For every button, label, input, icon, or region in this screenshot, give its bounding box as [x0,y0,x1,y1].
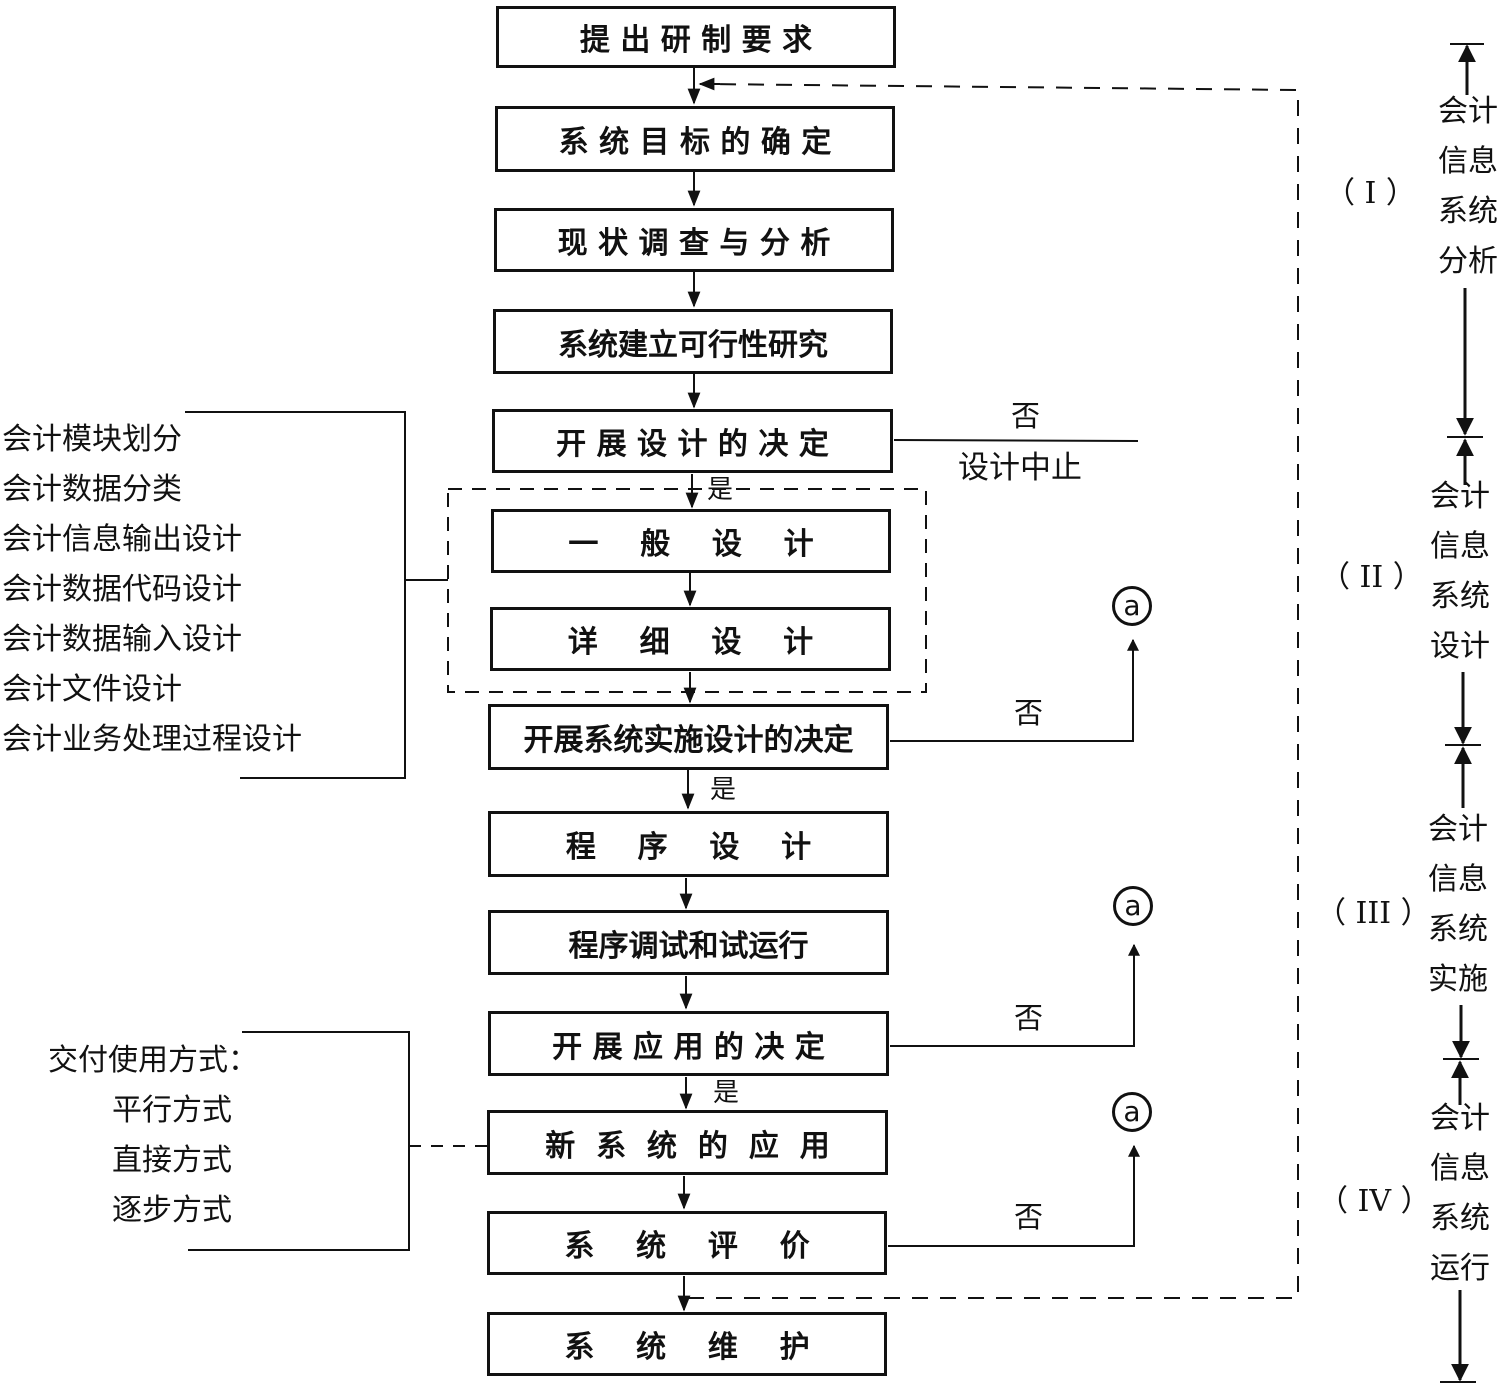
no-branch-line [893,439,1139,442]
no-label: 否 [1014,1001,1044,1035]
no-label: 否 [1014,696,1044,730]
step-box-application-decision: 开 展 应 用 的 决 定 [488,1011,889,1076]
phase-label-implementation: 会计 信息 系统 实施 [1428,812,1488,997]
step-label: 开展系统实施设计的决定 [523,723,854,758]
step-label: 现 状 调 查 与 分 析 [557,226,831,261]
step-box-feasibility: 系统建立可行性研究 [493,309,893,374]
step-box-objectives: 系 统 目 标 的 确 定 [495,106,895,172]
design-detail-item: 会计文件设计 [2,672,182,707]
step-label: 系 统 评 价 [564,1229,810,1264]
delivery-methods-list: 平行方式 直接方式 逐步方式 [112,1086,232,1236]
step-box-debug-trial: 程序调试和试运行 [488,910,889,975]
feedback-loop-dashed [688,83,1299,1299]
step-label: 新 系 统 的 应 用 [545,1128,830,1164]
delivery-method-item: 直接方式 [112,1143,232,1178]
step-box-survey: 现 状 调 查 与 分 析 [494,208,894,272]
delivery-title: 交付使用方式： [48,1043,258,1078]
yes-label: 是 [710,775,737,805]
phase-numeral: （ III ） [1316,896,1431,931]
design-detail-item: 会计业务处理过程设计 [2,722,302,757]
design-details-bracket [185,411,406,779]
phase-numeral: （ I ） [1325,176,1416,211]
step-box-detailed-design: 详 细 设 计 [490,607,891,671]
no-label: 否 [1011,399,1041,433]
design-details-list: 会计模块划分 会计数据分类 会计信息输出设计 会计数据代码设计 会计数据输入设计… [2,415,302,765]
phase-numeral: （ II ） [1320,560,1423,595]
delivery-method-item: 平行方式 [112,1093,232,1128]
step-label: 开 展 设 计 的 决 定 [556,427,829,462]
phase-numeral: （ IV ） [1318,1184,1431,1219]
step-box-design-decision: 开 展 设 计 的 决 定 [492,409,893,473]
connector-a-label: a [1123,589,1141,622]
step-label: 程 序 设 计 [565,830,812,865]
design-group-dashed-box [447,488,927,693]
step-box-maintenance: 系 统 维 护 [487,1312,887,1376]
no-branch-line [890,638,1139,742]
phase-label-analysis: 会计 信息 系统 分析 [1438,94,1498,279]
no-label: 否 [1014,1200,1044,1234]
phase-label-operation: 会计 信息 系统 运行 [1430,1101,1490,1286]
step-box-new-system-use: 新 系 统 的 应 用 [487,1110,888,1175]
delivery-method-item: 逐步方式 [112,1193,232,1228]
step-label: 系 统 维 护 [564,1330,810,1365]
step-label: 系 统 目 标 的 确 定 [558,125,832,160]
step-label: 开 展 应 用 的 决 定 [552,1029,825,1065]
step-label: 一 般 设 计 [568,527,814,562]
connector-a-icon: a [1113,886,1153,926]
phase-label-design: 会计 信息 系统 设计 [1430,479,1490,664]
design-detail-item: 会计数据代码设计 [2,572,242,607]
connector-a-label: a [1123,1095,1141,1128]
step-label: 提 出 研 制 要 求 [579,23,813,58]
step-label: 程序调试和试运行 [568,928,809,964]
design-detail-item: 会计数据分类 [2,472,182,507]
no-branch-line [890,943,1140,1047]
design-stop-label: 设计中止 [958,450,1082,486]
step-label: 系统建立可行性研究 [558,327,828,363]
step-box-proposal: 提 出 研 制 要 求 [496,6,896,68]
yes-label: 是 [707,475,734,505]
connector-a-icon: a [1112,1092,1152,1132]
no-branch-line [888,1144,1140,1247]
step-box-programming: 程 序 设 计 [488,811,889,877]
design-detail-item: 会计信息输出设计 [2,522,242,557]
delivery-bracket [188,1031,410,1251]
connector-a-label: a [1124,889,1142,922]
yes-label: 是 [713,1078,740,1108]
design-detail-item: 会计模块划分 [2,422,182,457]
connector-a-icon: a [1112,586,1152,626]
step-box-evaluation: 系 统 评 价 [487,1211,887,1275]
step-label: 详 细 设 计 [567,625,814,660]
step-box-implementation-decision: 开展系统实施设计的决定 [488,704,889,770]
design-detail-item: 会计数据输入设计 [2,622,242,657]
step-box-general-design: 一 般 设 计 [491,509,891,573]
